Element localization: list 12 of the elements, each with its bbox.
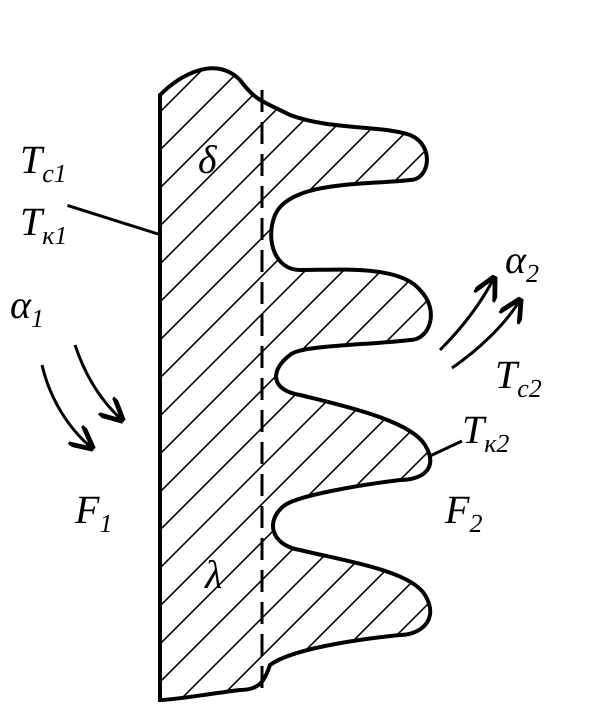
- area-label: F$_{1}$: [75, 490, 112, 537]
- temperature-label: T$_{с2}$: [495, 355, 542, 402]
- temperature-label: T$_{с1}$: [20, 140, 67, 187]
- area-label: F$_{2}$: [445, 490, 482, 537]
- leader-line: [66, 204, 158, 236]
- leader-line: [429, 440, 463, 458]
- conductivity-label: λ: [205, 555, 222, 595]
- thickness-label: δ: [198, 140, 217, 180]
- heat-transfer-coefficient-label: α$_{2}$: [505, 240, 539, 287]
- temperature-label: T$_{к2}$: [462, 410, 510, 457]
- temperature-label: T$_{к1}$: [20, 202, 68, 249]
- heat-transfer-coefficient-label: α$_{1}$: [10, 285, 44, 332]
